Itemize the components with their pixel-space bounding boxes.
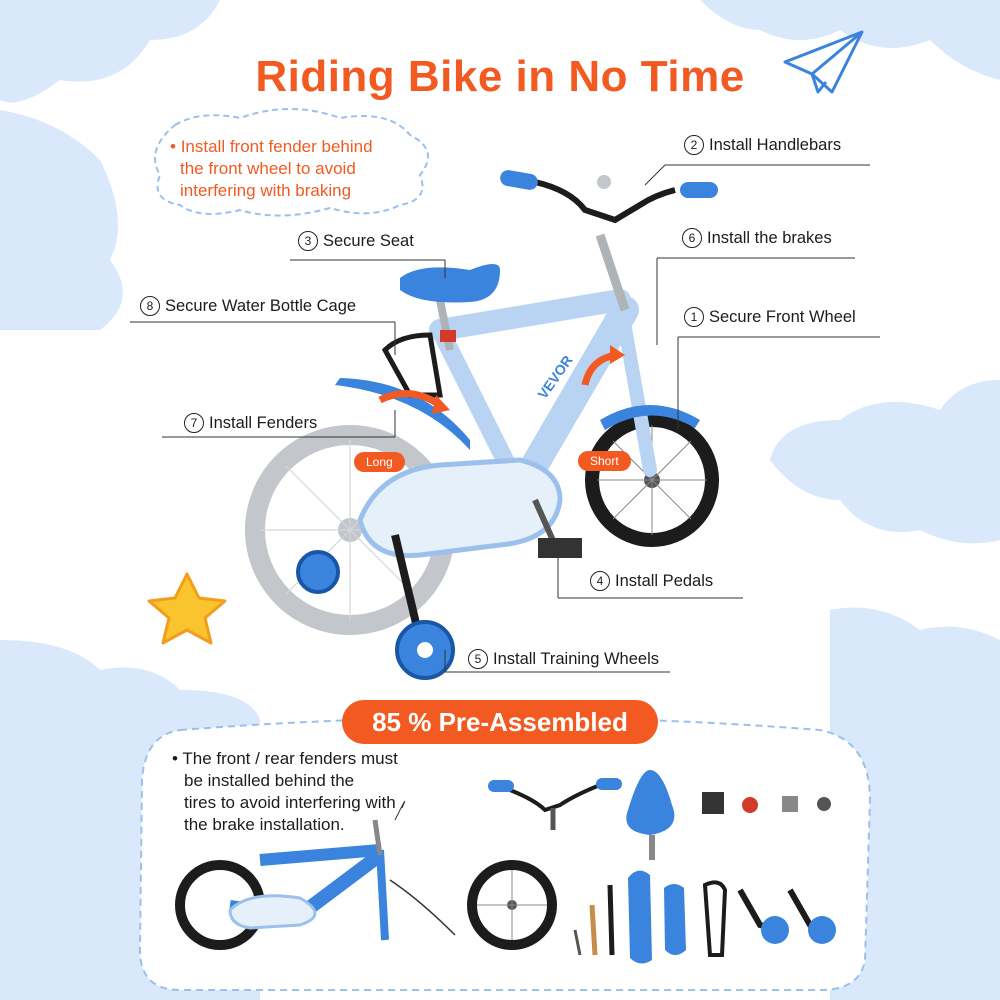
bottom-note-line: tires to avoid interfering with (184, 793, 396, 812)
part-small-pieces (702, 792, 831, 814)
label-install-handlebars: 2 Install Handlebars (684, 135, 841, 155)
note-cloud (154, 108, 429, 217)
label-install-brakes: 6 Install the brakes (682, 228, 832, 248)
part-seat (626, 770, 675, 860)
bottom-note-line: the brake installation. (184, 815, 345, 834)
label-install-pedals: 4 Install Pedals (590, 571, 713, 591)
bottom-note-line: • The front / rear fenders must (172, 749, 398, 768)
label-install-fenders: 7 Install Fenders (184, 413, 317, 433)
paper-plane-icon (783, 30, 864, 94)
top-note-line: the front wheel to avoid (180, 159, 356, 178)
top-note: • Install front fender behind the front … (170, 136, 373, 202)
bullet-dot-icon: • (172, 749, 178, 768)
bullet-dot-icon: • (170, 137, 176, 156)
part-front-wheel (467, 860, 557, 950)
label-secure-front-wheel: 1 Secure Front Wheel (684, 307, 856, 327)
top-note-line: • Install front fender behind (170, 137, 373, 156)
part-fenders (628, 870, 686, 964)
part-tools (573, 884, 615, 956)
fender-tag-long: Long (354, 452, 405, 472)
star-icon (147, 572, 227, 645)
fender-tag-short: Short (578, 451, 631, 471)
page-title: Riding Bike in No Time (255, 52, 745, 101)
part-training-wheels (702, 880, 836, 957)
part-handlebars (488, 778, 622, 830)
pre-assembled-banner: 85 % Pre-Assembled (342, 700, 658, 744)
assembled-bike-frame (175, 800, 456, 950)
bottom-note-line: be installed behind the (184, 771, 355, 790)
leader-lines (130, 164, 880, 673)
bottom-note: • The front / rear fenders must be insta… (172, 748, 442, 836)
label-secure-seat: 3 Secure Seat (298, 231, 414, 251)
top-note-line: interfering with braking (180, 181, 352, 200)
label-install-training-wheels: 5 Install Training Wheels (468, 649, 659, 669)
label-secure-bottle-cage: 8 Secure Water Bottle Cage (140, 296, 356, 316)
